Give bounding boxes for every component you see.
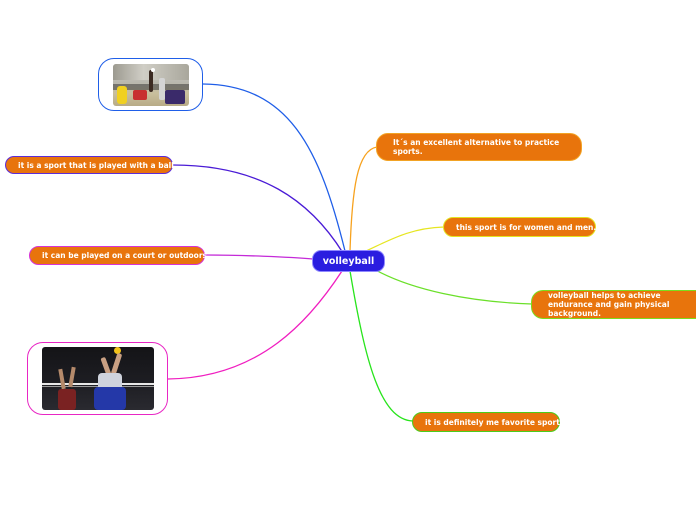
link-to-endurance — [371, 267, 533, 305]
link-to-image2 — [167, 270, 343, 380]
link-to-women-men — [365, 226, 445, 252]
topic-endurance-label: volleyball helps to achieve endurance an… — [548, 291, 670, 318]
volleyball-spike-photo-icon — [41, 347, 154, 410]
topic-court-outdoors-label: it can be played on a court or outdoors — [42, 251, 207, 260]
topic-ball-sport-label: it is a sport that is played with a ball — [18, 160, 174, 170]
link-to-image1 — [202, 83, 346, 252]
topic-alternative-sports-label: It´s an excellent alternative to practic… — [393, 138, 560, 156]
topic-women-men-label: this sport is for women and men. — [456, 222, 597, 232]
topic-favorite-sport-label: it is definitely me favorite sport — [425, 417, 560, 427]
link-to-topic-court — [204, 254, 314, 260]
link-to-topic-ball — [172, 164, 344, 254]
central-topic-label: volleyball — [322, 255, 375, 267]
volleyball-beach-photo-icon — [112, 63, 189, 106]
topic-favorite-sport[interactable]: it is definitely me favorite sport — [412, 412, 560, 432]
topic-alternative-sports[interactable]: It´s an excellent alternative to practic… — [376, 133, 582, 161]
topic-women-men[interactable]: this sport is for women and men. — [443, 217, 596, 237]
topic-endurance[interactable]: volleyball helps to achieve endurance an… — [531, 290, 696, 319]
image-node-beach[interactable] — [98, 58, 203, 111]
link-to-favorite — [349, 270, 414, 422]
topic-ball-sport[interactable]: it is a sport that is played with a ball — [5, 156, 174, 174]
link-to-alt-sport — [349, 146, 378, 252]
topic-court-outdoors[interactable]: it can be played on a court or outdoors — [29, 246, 207, 265]
image-node-spike[interactable] — [27, 342, 168, 415]
central-topic[interactable]: volleyball — [312, 250, 385, 272]
